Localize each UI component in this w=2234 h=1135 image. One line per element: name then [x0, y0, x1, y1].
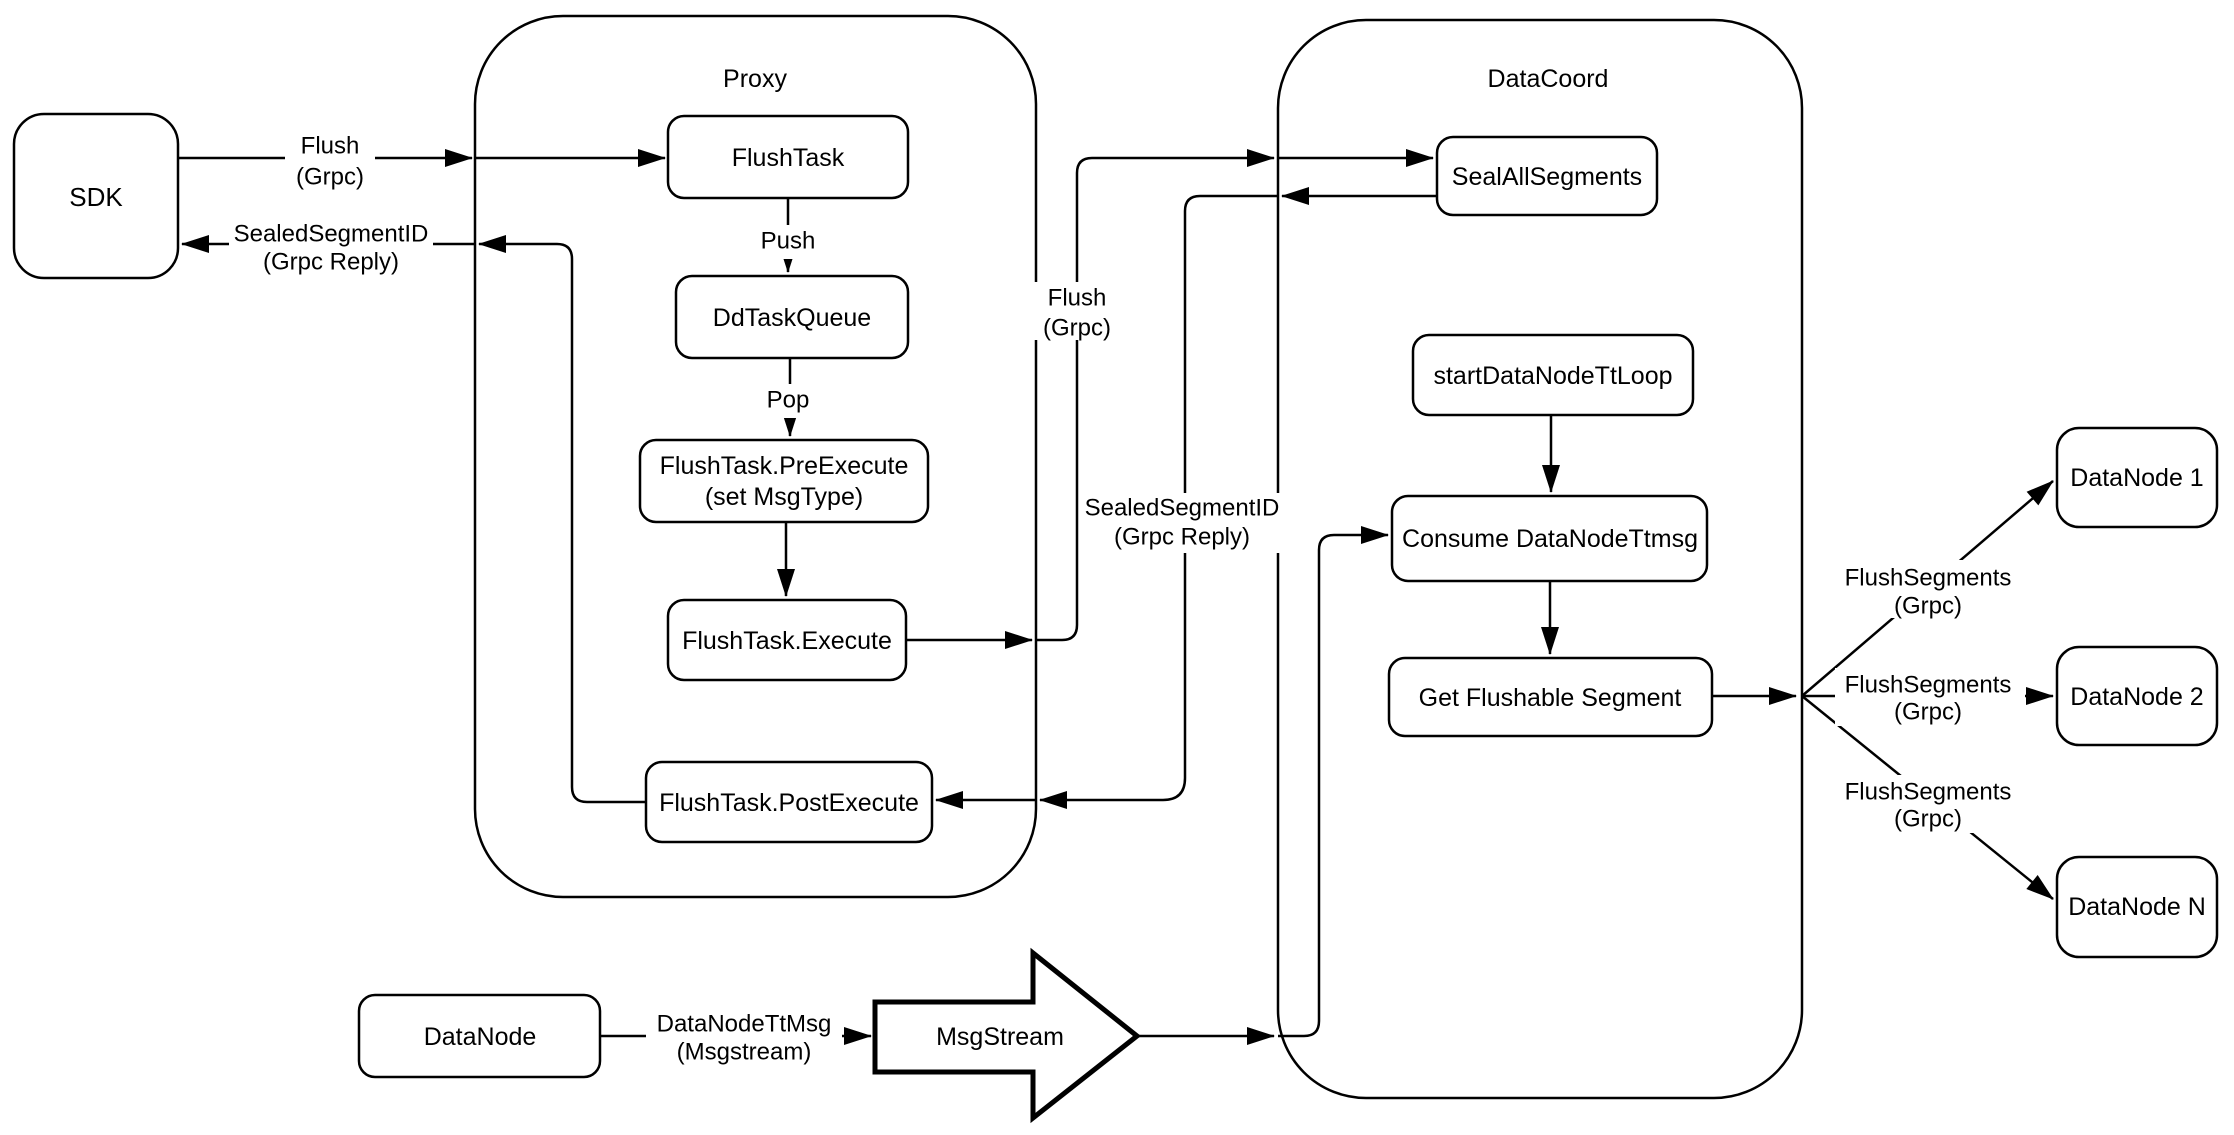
label-mask	[1833, 775, 2023, 833]
edge-label-flush-grpc-mid: Flush	[1048, 285, 1107, 312]
edge-label-flushsegments-2: (Grpc)	[1894, 699, 1962, 726]
node-sdk-shape	[12, 112, 180, 280]
node-datanode-2: DataNode 2	[2055, 645, 2219, 747]
node-datanode-n-label: DataNode N	[2068, 893, 2206, 921]
node-msgstream-label: MsgStream	[936, 1023, 1064, 1051]
node-sealallsegments-shape	[1435, 135, 1659, 217]
label-mask	[229, 218, 433, 278]
edge-label-flushsegments-3: (Grpc)	[1894, 806, 1962, 833]
edge-label-flushsegments-2: FlushSegments	[1845, 672, 2012, 699]
node-datanode-label: DataNode	[424, 1023, 537, 1051]
edge-label-flushsegments-1: FlushSegments	[1845, 565, 2012, 592]
node-consume-datanodettmsg-shape	[1390, 494, 1709, 583]
edge-label-sealedsegmentid-mid: (Grpc Reply)	[1114, 524, 1250, 551]
edge-label-masks	[229, 131, 2025, 1066]
label-mask	[755, 225, 821, 259]
node-get-flushable-segment: Get Flushable Segment	[1387, 656, 1714, 738]
node-datanode: DataNode	[357, 993, 602, 1079]
node-sdk: SDK	[12, 112, 180, 280]
node-flushtask: FlushTask	[666, 114, 910, 200]
edge-label-flushsegments-3: FlushSegments	[1845, 779, 2012, 806]
edge-label-datanodettmsg: DataNodeTtMsg	[657, 1011, 832, 1038]
node-flushtask-preexecute-shape	[638, 438, 930, 524]
node-sdk-label: SDK	[69, 182, 123, 212]
node-flushtask-preexecute: FlushTask.PreExecute (set MsgType)	[638, 438, 930, 524]
node-msgstream-arrow-shape	[872, 947, 1142, 1124]
edge-labels: Flush (Grpc) SealedSegmentID (Grpc Reply…	[234, 133, 2012, 1066]
datacoord-container: DataCoord	[1276, 18, 1804, 1100]
node-ddtaskqueue-label: DdTaskQueue	[713, 304, 871, 332]
node-consume-datanodettmsg-label: Consume DataNodeTtmsg	[1402, 525, 1698, 553]
node-flushtask-execute: FlushTask.Execute	[666, 598, 908, 682]
node-datanode-1-label: DataNode 1	[2070, 464, 2203, 492]
node-datanode-shape	[357, 993, 602, 1079]
node-startdatanodettloop: startDataNodeTtLoop	[1411, 333, 1695, 417]
node-datanode-1-shape	[2055, 426, 2219, 529]
node-sealallsegments-label: SealAllSegments	[1452, 163, 1642, 191]
node-flushtask-postexecute-shape	[644, 760, 934, 844]
node-get-flushable-segment-shape	[1387, 656, 1714, 738]
node-flushtask-shape	[666, 114, 910, 200]
edge-label-flush-grpc-mid: (Grpc)	[1043, 315, 1111, 342]
edge-label-sealedsegmentid: SealedSegmentID	[234, 221, 429, 248]
node-startdatanodettloop-label: startDataNodeTtLoop	[1433, 362, 1672, 390]
edge-label-pop: Pop	[767, 387, 810, 414]
edge-label-sealedsegmentid: (Grpc Reply)	[263, 249, 399, 276]
node-datanode-2-label: DataNode 2	[2070, 683, 2203, 711]
edge-proxy-to-datacoord-flush	[1036, 149, 1275, 642]
node-flushtask-postexecute: FlushTask.PostExecute	[644, 760, 934, 844]
node-consume-datanodettmsg: Consume DataNodeTtmsg	[1390, 494, 1709, 583]
datacoord-container-title: DataCoord	[1488, 65, 1609, 93]
label-mask	[1833, 560, 2023, 618]
proxy-container-title: Proxy	[723, 65, 787, 93]
node-flushtask-execute-shape	[666, 598, 908, 682]
edge-datacoord-edge-to-consume	[1278, 526, 1389, 1038]
node-ddtaskqueue-shape	[674, 274, 910, 360]
node-datanode-1: DataNode 1	[2055, 426, 2219, 529]
edge-label-sealedsegmentid-mid: SealedSegmentID	[1085, 495, 1280, 522]
label-mask	[285, 131, 375, 189]
label-mask	[759, 384, 817, 418]
node-flushtask-label: FlushTask	[732, 144, 845, 172]
node-datanode-2-shape	[2055, 645, 2219, 747]
node-get-flushable-segment-label: Get Flushable Segment	[1419, 684, 1682, 712]
datacoord-container-shape	[1276, 18, 1804, 1100]
node-flushtask-preexecute-label: (set MsgType)	[705, 483, 863, 511]
edge-postexecute-to-proxy-edge	[478, 235, 646, 804]
node-flushtask-postexecute-label: FlushTask.PostExecute	[659, 789, 919, 817]
node-flushtask-preexecute-label: FlushTask.PreExecute	[660, 452, 909, 480]
edge-label-flush-grpc: Flush	[301, 133, 360, 160]
edge-label-push: Push	[761, 228, 816, 255]
label-mask	[1080, 493, 1284, 553]
node-datanode-n: DataNode N	[2055, 855, 2219, 959]
label-mask	[1835, 668, 2025, 726]
proxy-container-shape	[473, 14, 1038, 899]
edge-label-flushsegments-1: (Grpc)	[1894, 593, 1962, 620]
node-sealallsegments: SealAllSegments	[1435, 135, 1659, 217]
node-datanode-n-shape	[2055, 855, 2219, 959]
label-mask	[1032, 282, 1122, 340]
edge-label-flush-grpc: (Grpc)	[296, 164, 364, 191]
label-mask	[646, 1008, 842, 1066]
node-startdatanodettloop-shape	[1411, 333, 1695, 417]
node-msgstream: MsgStream	[872, 947, 1142, 1124]
proxy-container: Proxy	[473, 14, 1038, 899]
node-ddtaskqueue: DdTaskQueue	[674, 274, 910, 360]
edge-label-datanodettmsg: (Msgstream)	[677, 1039, 812, 1066]
node-flushtask-execute-label: FlushTask.Execute	[682, 627, 892, 655]
